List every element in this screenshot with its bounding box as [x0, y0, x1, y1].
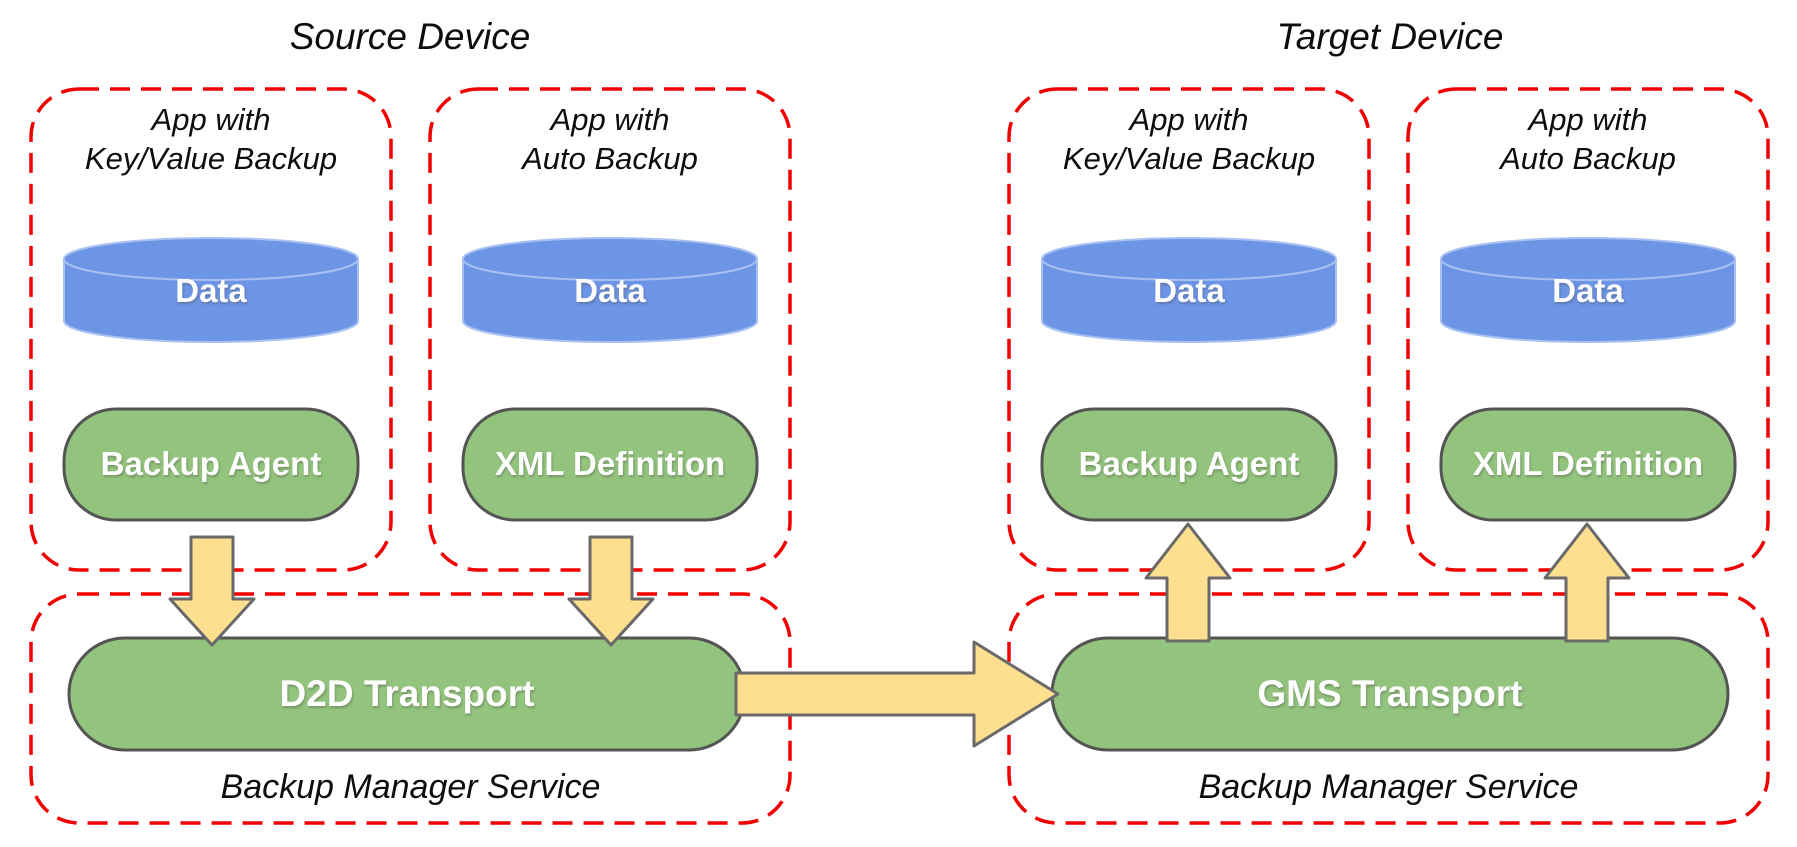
d2d-transport-label: D2D Transport	[279, 673, 535, 714]
target-xml-definition-label: XML Definition	[1472, 445, 1704, 482]
source-auto-app-title: App with Auto Backup	[522, 102, 698, 177]
gms-transport-label: GMS Transport	[1257, 673, 1523, 714]
down-arrow-backup-agent-icon	[168, 535, 256, 647]
target-xml-definition-pill	[1439, 407, 1737, 522]
target-auto-app-title: App with Auto Backup	[1500, 102, 1676, 177]
target-keyvalue-data-label: Data	[1153, 272, 1225, 309]
source-keyvalue-data-label: Data	[175, 272, 247, 309]
source-xml-definition-label: XML Definition	[494, 445, 726, 482]
source-device-title: Source Device	[289, 16, 531, 57]
source-manager-box	[29, 592, 792, 825]
source-backup-agent-pill	[62, 407, 360, 522]
source-keyvalue-data-cylinder-icon	[63, 237, 359, 343]
up-arrow-xml-definition-icon	[1543, 522, 1631, 643]
up-arrow-backup-agent-icon	[1144, 522, 1232, 643]
target-backup-agent-pill	[1040, 407, 1338, 522]
source-auto-data-label: Data	[574, 272, 646, 309]
target-manager-label: Backup Manager Service	[1198, 768, 1579, 806]
source-backup-agent-label: Backup Agent	[100, 445, 322, 482]
source-auto-data-cylinder-icon	[462, 237, 758, 343]
target-device-title: Target Device	[1276, 16, 1504, 57]
target-backup-agent-label: Backup Agent	[1078, 445, 1300, 482]
down-arrow-xml-definition-icon	[567, 535, 655, 647]
target-auto-data-cylinder-icon	[1440, 237, 1736, 343]
transport-flow-arrow-icon	[734, 640, 1060, 748]
target-keyvalue-app-title: App with Key/Value Backup	[1062, 102, 1316, 177]
target-auto-data-label: Data	[1552, 272, 1624, 309]
target-keyvalue-data-cylinder-icon	[1041, 237, 1337, 343]
source-keyvalue-app-title: App with Key/Value Backup	[84, 102, 338, 177]
source-manager-label: Backup Manager Service	[220, 768, 601, 806]
source-xml-definition-pill	[461, 407, 759, 522]
